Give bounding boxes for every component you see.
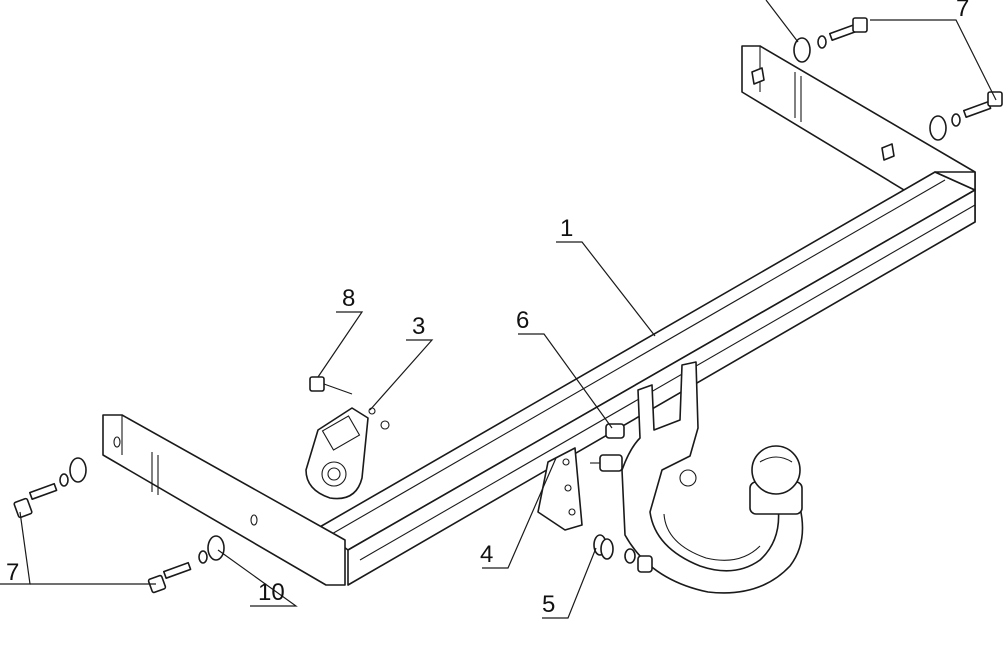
main-cross-beam <box>317 171 976 586</box>
callout-1: 1 <box>560 215 573 242</box>
left-side-bracket <box>102 414 346 586</box>
bolt-set-left-upper <box>13 457 87 519</box>
callout-6: 6 <box>516 307 529 334</box>
callout-10: 10 <box>258 579 285 606</box>
socket-bolt <box>309 376 353 395</box>
callout-3: 3 <box>412 313 425 340</box>
callout-4: 4 <box>480 541 493 568</box>
hitch-bolts <box>590 423 625 472</box>
bolt-set-right-upper <box>793 17 868 63</box>
callout-7-right: 7 <box>956 0 969 22</box>
tow-ball-assembly <box>621 361 804 594</box>
spring-washer-nut <box>593 534 653 573</box>
callout-5: 5 <box>542 591 555 618</box>
socket-mounting-plate <box>305 407 390 500</box>
callout-7-left: 7 <box>6 559 19 586</box>
callout-8: 8 <box>342 285 355 312</box>
right-side-bracket <box>741 45 976 223</box>
leader-lines <box>0 0 997 619</box>
hitch-mounting-bracket <box>537 447 583 531</box>
bolt-set-right-lower <box>929 91 1003 141</box>
bolt-set-left-lower <box>147 535 225 594</box>
callout-labels: 1 8 3 6 4 5 7 10 7 <box>6 0 969 618</box>
